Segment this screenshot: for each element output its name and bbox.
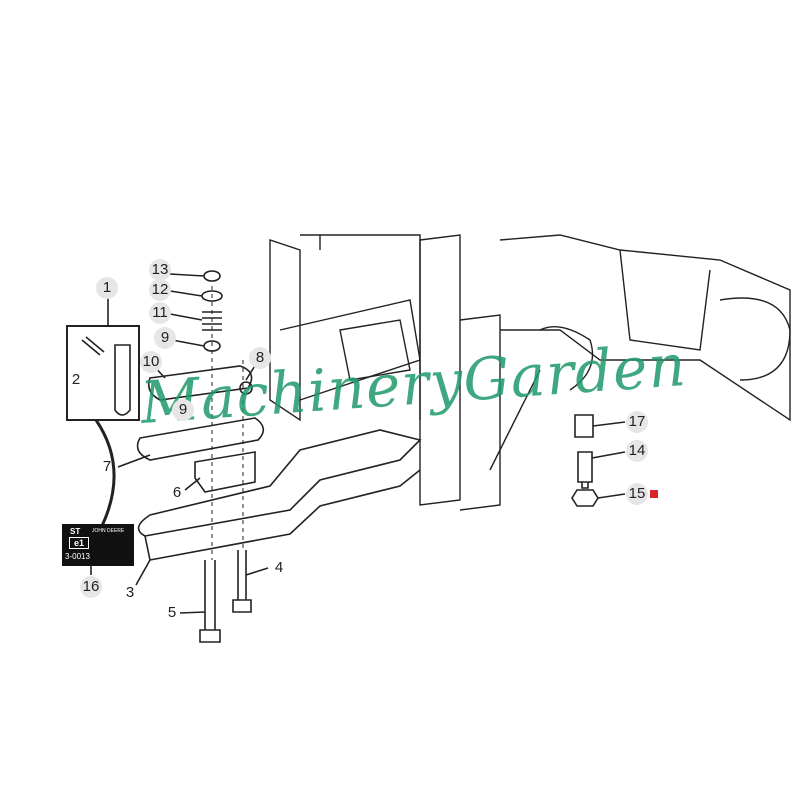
clip <box>81 336 105 356</box>
decal-brand: JOHN DEERE <box>92 528 125 534</box>
callout-4: 4 <box>274 559 284 576</box>
callout-6: 6 <box>172 484 182 501</box>
callout-10: 10 <box>140 351 162 373</box>
callout-2: 2 <box>71 371 81 388</box>
callout-14: 14 <box>626 440 648 462</box>
decal-st: ST <box>70 527 81 536</box>
callout-9: 9 <box>172 399 194 421</box>
inset-box <box>66 325 140 421</box>
callout-17: 17 <box>626 411 648 433</box>
callout-15: 15 <box>626 483 648 505</box>
callout-9: 9 <box>154 327 176 349</box>
callout-11: 11 <box>149 302 171 324</box>
callout-3: 3 <box>125 584 135 601</box>
red-marker <box>650 490 658 498</box>
decal-label-16: ST JOHN DEERE e1 3-0013 <box>62 524 134 566</box>
pin <box>114 344 131 416</box>
decal-code: 3-0013 <box>65 552 90 561</box>
callout-8: 8 <box>249 347 271 369</box>
callout-16: 16 <box>80 576 102 598</box>
callout-7: 7 <box>102 458 112 475</box>
callout-5: 5 <box>167 604 177 621</box>
callout-1: 1 <box>96 277 118 299</box>
decal-badge: e1 <box>69 537 90 549</box>
callout-12: 12 <box>149 279 171 301</box>
callout-13: 13 <box>149 259 171 281</box>
tractor-frame <box>269 234 791 511</box>
